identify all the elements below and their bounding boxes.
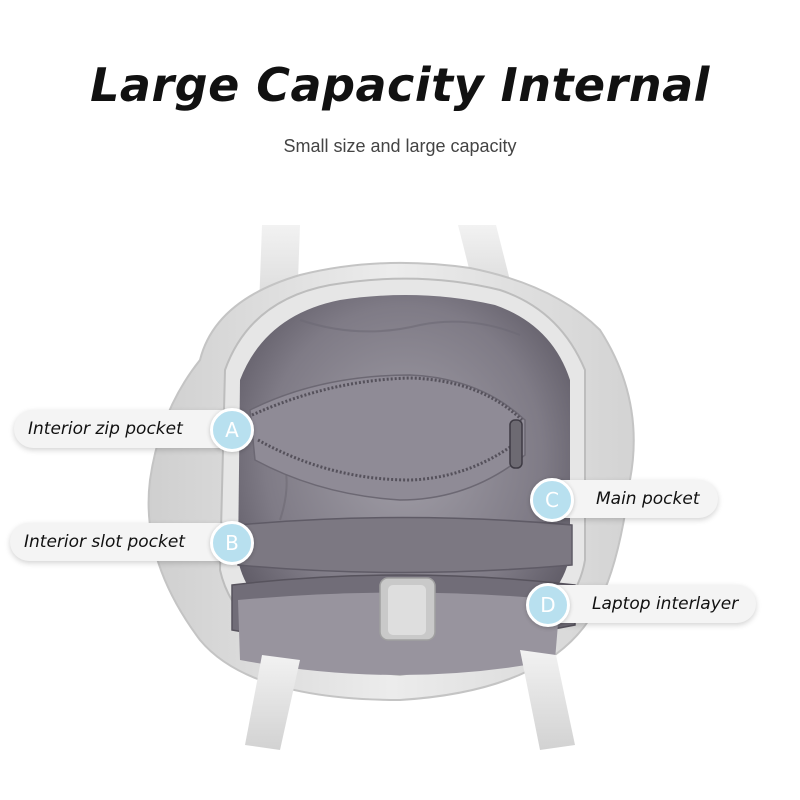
- callout-label: Interior slot pocket: [10, 523, 225, 561]
- page-subtitle: Small size and large capacity: [283, 136, 517, 156]
- strap-left-bottom: [245, 655, 300, 750]
- callout-badge-b: B: [210, 521, 254, 565]
- callout-label: Main pocket: [550, 480, 718, 518]
- callout-main-pocket: C Main pocket: [530, 478, 718, 522]
- callout-label: Interior zip pocket: [14, 410, 223, 448]
- slot-pocket: [237, 516, 573, 574]
- callout-interior-slot-pocket: Interior slot pocket B: [10, 521, 254, 565]
- callout-laptop-interlayer: D Laptop interlayer: [526, 583, 757, 627]
- callout-badge-c: C: [530, 478, 574, 522]
- callout-interior-zip-pocket: Interior zip pocket A: [14, 408, 254, 452]
- zipper-pull: [509, 419, 523, 469]
- page-title: Large Capacity Internal: [90, 58, 710, 112]
- zipper-line: [251, 376, 524, 422]
- callout-badge-a: A: [210, 408, 254, 452]
- callout-badge-d: D: [526, 583, 570, 627]
- zip-pocket: [249, 374, 526, 501]
- strap-right-bottom: [520, 650, 575, 750]
- callout-label: Laptop interlayer: [546, 585, 757, 623]
